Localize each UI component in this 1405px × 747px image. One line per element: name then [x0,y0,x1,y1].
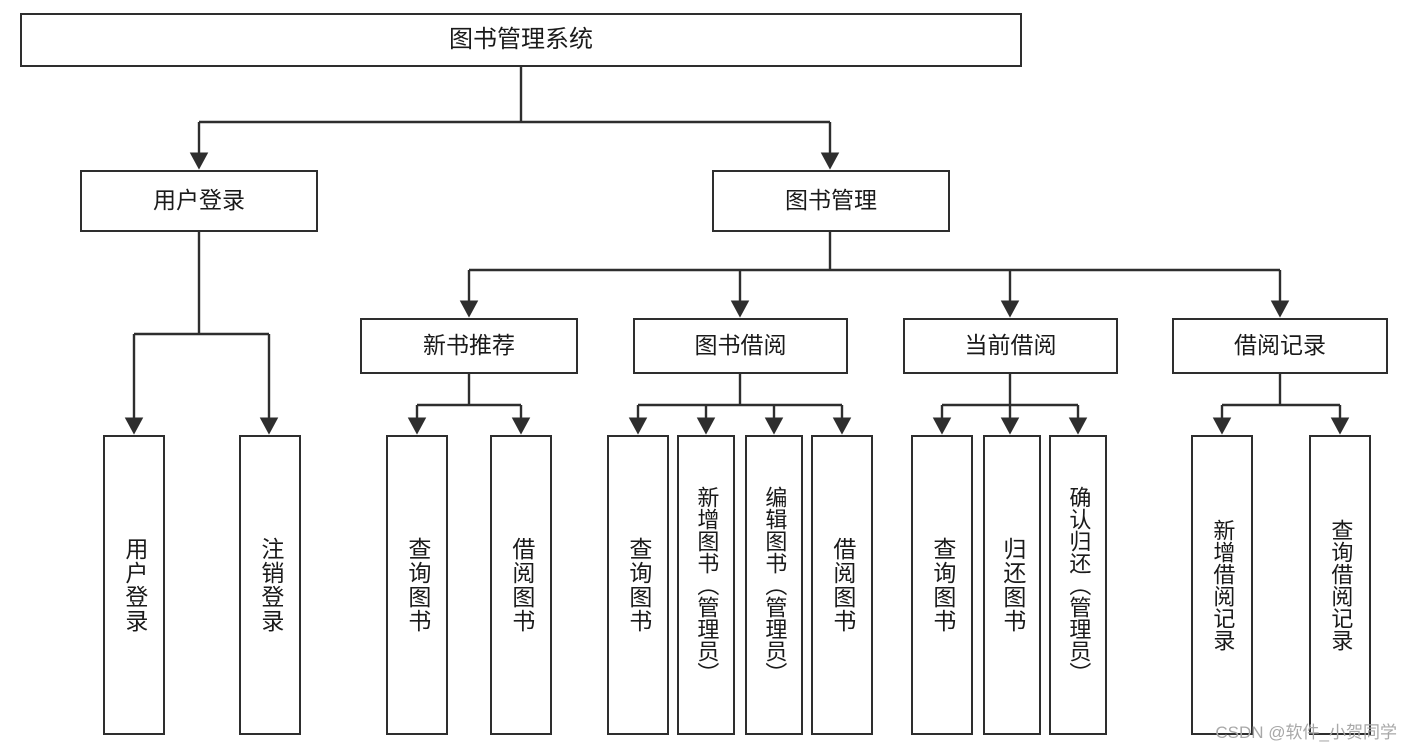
node-user-login[interactable]: 用户登录 [80,170,318,232]
leaf-query-book-current[interactable]: 查询图书 [911,435,973,735]
node-label: 用户登录 [121,537,148,633]
node-label: 图书管理系统 [449,25,593,53]
leaf-user-login[interactable]: 用户登录 [103,435,165,735]
leaf-add-borrow-record[interactable]: 新增借阅记录 [1191,435,1253,735]
node-label: 图书借阅 [694,332,787,359]
node-label: 查询图书 [404,537,431,633]
leaf-logout[interactable]: 注销登录 [239,435,301,735]
leaf-query-borrow-record[interactable]: 查询借阅记录 [1309,435,1371,735]
node-label: 查询借阅记录 [1328,519,1354,651]
node-book-management[interactable]: 图书管理 [712,170,950,232]
node-new-book-recommend[interactable]: 新书推荐 [360,318,578,374]
node-label: 借阅图书 [829,537,856,633]
node-label: 编辑图书（管理员） [762,486,788,684]
node-label: 新书推荐 [423,332,515,359]
node-label: 用户登录 [153,187,245,214]
node-root-book-management-system[interactable]: 图书管理系统 [20,13,1022,67]
leaf-add-book-admin[interactable]: 新增图书（管理员） [677,435,735,735]
leaf-borrow-book-recommend[interactable]: 借阅图书 [490,435,552,735]
node-label: 归还图书 [999,537,1026,633]
node-label: 查询图书 [625,537,652,633]
node-label: 查询图书 [929,537,956,633]
node-current-borrow[interactable]: 当前借阅 [903,318,1118,374]
node-label: 借阅记录 [1234,332,1326,359]
node-label: 当前借阅 [964,332,1057,359]
csdn-watermark: CSDN @软件_小贺同学 [1215,723,1397,742]
leaf-query-book-recommend[interactable]: 查询图书 [386,435,448,735]
leaf-query-book-borrow[interactable]: 查询图书 [607,435,669,735]
node-label: 新增图书（管理员） [694,486,720,684]
node-label: 借阅图书 [508,537,535,633]
leaf-borrow-book[interactable]: 借阅图书 [811,435,873,735]
leaf-return-book[interactable]: 归还图书 [983,435,1041,735]
node-borrow-record[interactable]: 借阅记录 [1172,318,1388,374]
leaf-confirm-return-admin[interactable]: 确认归还（管理员） [1049,435,1107,735]
node-book-borrow[interactable]: 图书借阅 [633,318,848,374]
node-label: 图书管理 [785,187,877,214]
node-label: 新增借阅记录 [1210,519,1236,651]
leaf-edit-book-admin[interactable]: 编辑图书（管理员） [745,435,803,735]
node-label: 确认归还（管理员） [1066,486,1092,684]
node-label: 注销登录 [257,537,284,633]
